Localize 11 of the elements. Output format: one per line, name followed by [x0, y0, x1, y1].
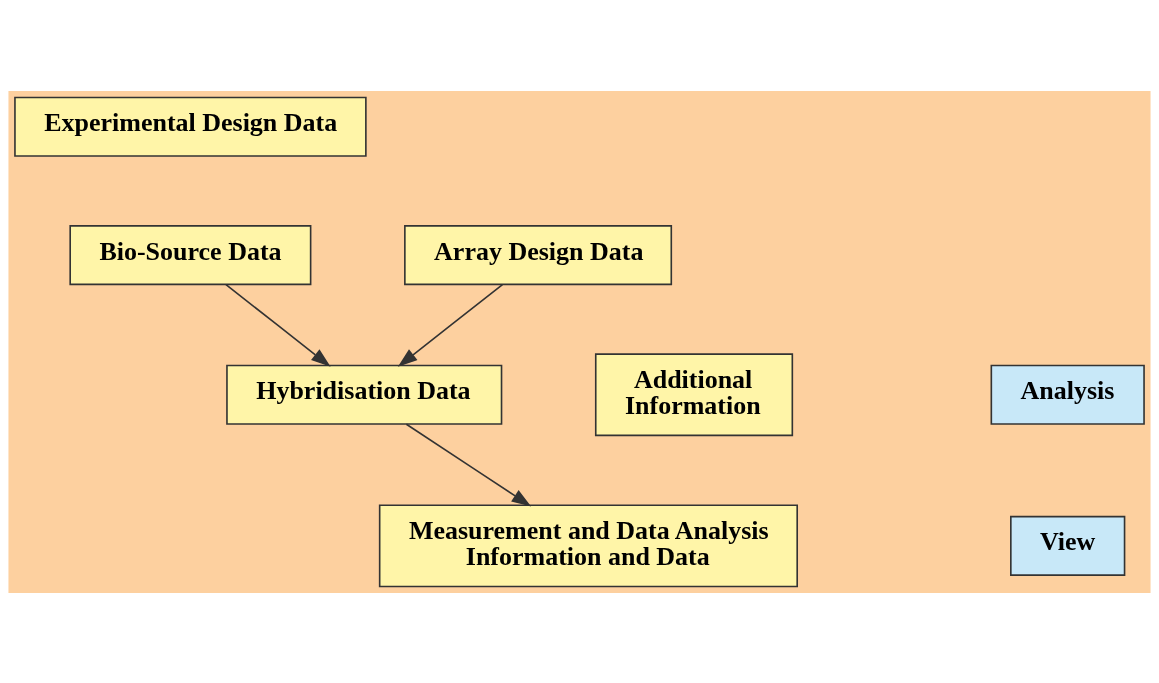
node-box: View [1010, 515, 1126, 576]
node-box: Additional Information [594, 352, 794, 436]
node-box: Hybridisation Data [226, 364, 503, 425]
arrow [225, 283, 331, 367]
node-box: Measurement and Data Analysis Information and Data [378, 503, 798, 587]
node-box: Array Design Data [404, 224, 673, 285]
node-box: Experimental Design Data [14, 96, 367, 157]
arrow [405, 422, 532, 506]
node-box: Bio-Source Data [69, 224, 312, 285]
arrow [397, 283, 504, 367]
node-box: Analysis [990, 364, 1145, 425]
